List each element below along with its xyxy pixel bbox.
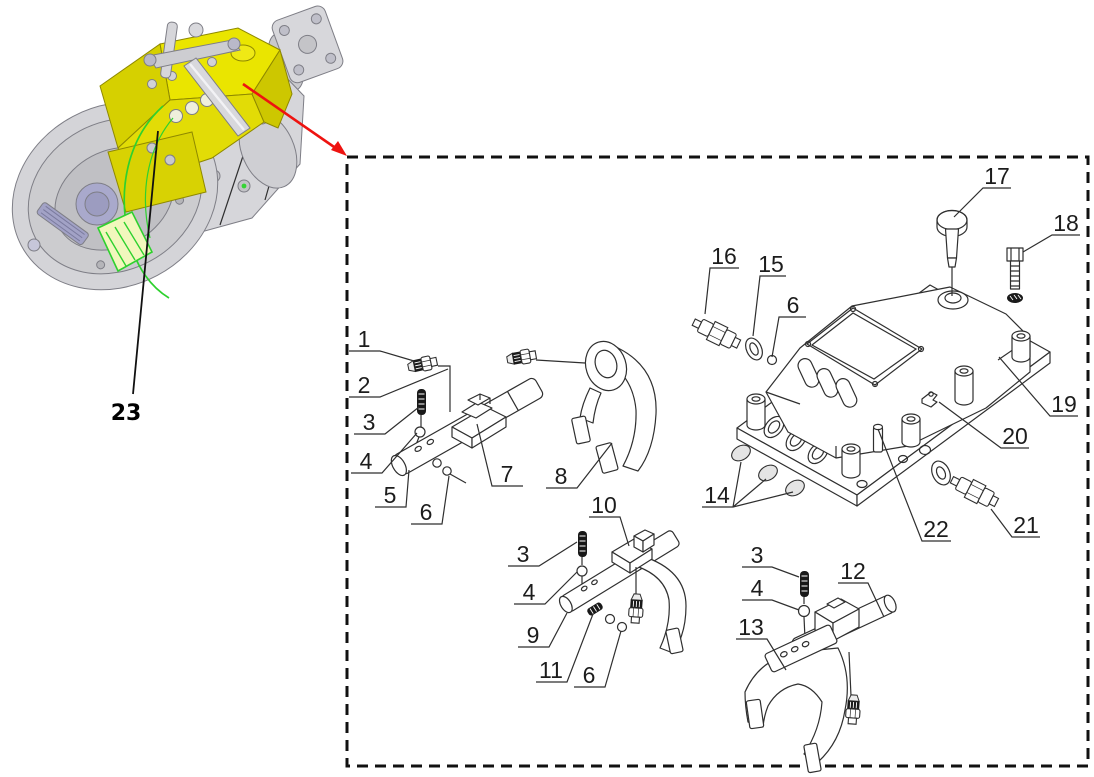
- part-hanging-bolt-br: [844, 651, 862, 726]
- svg-text:3: 3: [751, 542, 764, 568]
- svg-text:6: 6: [787, 292, 800, 318]
- part-fork-13: [744, 624, 848, 774]
- callout-3-mid: 3: [508, 541, 578, 567]
- svg-text:21: 21: [1013, 512, 1039, 538]
- callout-15: 15: [752, 251, 786, 337]
- callout-11: 11: [536, 613, 594, 683]
- svg-text:9: 9: [527, 622, 540, 648]
- callout-16: 16: [704, 243, 739, 315]
- callout-4-left: 4: [351, 432, 418, 474]
- part-switch-16: [688, 312, 744, 354]
- part-balls-6-mid: [604, 613, 628, 633]
- shift-tower: [143, 21, 251, 137]
- callout-1: 1: [349, 326, 415, 362]
- svg-text:14: 14: [704, 482, 730, 508]
- callout-8: 8: [546, 442, 613, 489]
- exploded-view-border: [345, 155, 1090, 768]
- exploded-view: 1 2 3 4 5 6 7 8 10 3 4 9: [349, 163, 1080, 774]
- callout-7: 7: [476, 423, 523, 487]
- svg-text:5: 5: [384, 482, 397, 508]
- part-pin-spring-11: [587, 602, 603, 616]
- callout-4-br: 4: [742, 575, 800, 611]
- svg-text:6: 6: [420, 499, 433, 525]
- svg-text:4: 4: [751, 575, 764, 601]
- part-washer-21: [931, 460, 951, 486]
- callout-12: 12: [838, 558, 885, 618]
- part-fork-arm-10: [611, 529, 687, 655]
- svg-text:13: 13: [738, 614, 764, 640]
- callouts: 1 2 3 4 5 6 7 8 10 3 4 9: [349, 163, 1080, 688]
- svg-text:3: 3: [363, 409, 376, 435]
- svg-text:18: 18: [1053, 210, 1079, 236]
- part-spring-3-mid: [577, 530, 588, 565]
- gearbox-photo: 23: [11, 5, 347, 426]
- callout-17: 17: [953, 163, 1011, 218]
- part-breather-20: [921, 391, 938, 408]
- callout-3-left: 3: [354, 406, 420, 435]
- callout-19: 19: [998, 356, 1078, 417]
- svg-text:15: 15: [758, 251, 784, 277]
- callout-4-mid: 4: [514, 571, 578, 605]
- svg-text:1: 1: [358, 326, 371, 352]
- svg-text:22: 22: [923, 516, 949, 542]
- part-cover-plate-19: [736, 284, 1051, 507]
- callout-22: 22: [877, 428, 951, 542]
- part-bolt-1: [406, 353, 451, 412]
- callout-3-br: 3: [742, 542, 800, 578]
- callout-6-cover: 6: [771, 292, 806, 358]
- svg-text:16: 16: [711, 243, 737, 269]
- input-shaft: [27, 182, 119, 252]
- svg-text:20: 20: [1002, 423, 1028, 449]
- callout-5: 5: [375, 469, 410, 508]
- part-balls-6-left: [432, 458, 467, 484]
- callout-6-left: 6: [411, 475, 450, 525]
- svg-text:12: 12: [840, 558, 866, 584]
- part-spring-3-br: [799, 570, 810, 604]
- part-knob-17: [936, 209, 968, 296]
- inset-label-23: 23: [111, 401, 142, 426]
- green-highlight: [96, 105, 174, 299]
- svg-text:6: 6: [583, 662, 596, 688]
- part-plugs-14: [731, 444, 805, 497]
- svg-text:4: 4: [523, 579, 536, 605]
- callout-18: 18: [1022, 210, 1080, 253]
- callout-10: 10: [589, 492, 630, 547]
- part-fork-screw: [505, 347, 586, 368]
- highlighted-shift-cover: [99, 27, 293, 213]
- svg-text:2: 2: [358, 372, 371, 398]
- cover-posts: [746, 330, 1031, 479]
- svg-text:4: 4: [360, 448, 373, 474]
- part-washer-15: [745, 337, 763, 361]
- leader-line-23: [132, 130, 159, 395]
- svg-text:3: 3: [517, 541, 530, 567]
- callout-20: 20: [938, 401, 1029, 449]
- svg-text:7: 7: [501, 461, 514, 487]
- part-switch-21: [946, 470, 1002, 512]
- svg-text:11: 11: [539, 657, 563, 683]
- part-bolt-18: [1006, 247, 1024, 303]
- part-fork-8: [571, 340, 657, 474]
- part-spring-3-left: [416, 388, 427, 427]
- part-shift-block-7: [451, 393, 507, 449]
- callout-13: 13: [736, 614, 787, 671]
- callout-9: 9: [518, 612, 568, 648]
- svg-text:8: 8: [555, 463, 568, 489]
- red-arrow: [242, 82, 347, 156]
- callout-21: 21: [990, 508, 1040, 538]
- svg-text:17: 17: [984, 163, 1010, 189]
- part-hanging-bolt-mid: [627, 567, 645, 625]
- callout-2: 2: [349, 368, 449, 398]
- svg-text:10: 10: [591, 492, 617, 518]
- callout-6-mid: 6: [574, 630, 622, 688]
- callout-14: 14: [702, 461, 794, 508]
- svg-text:19: 19: [1051, 391, 1077, 417]
